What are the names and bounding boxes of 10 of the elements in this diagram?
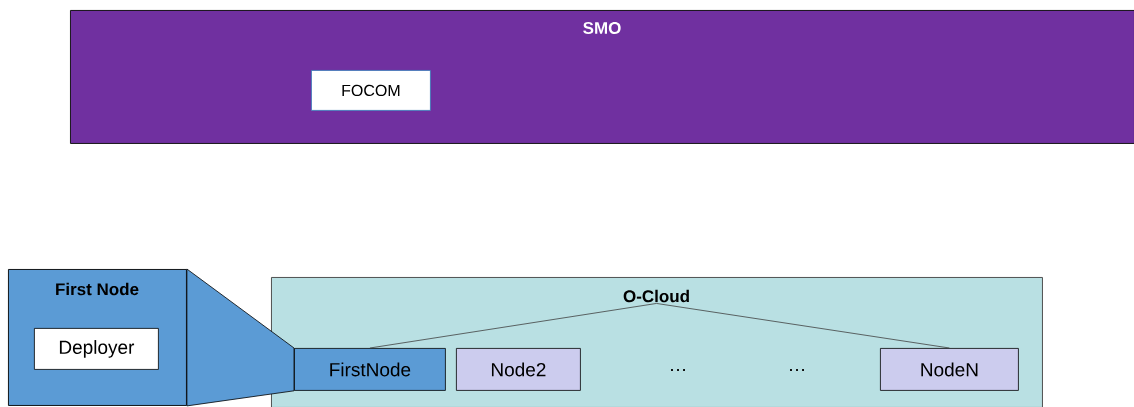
ellipsis: … <box>790 369 804 371</box>
node-box: FOCOM <box>311 70 431 111</box>
node-box: FirstNode <box>294 348 446 391</box>
node-box: Deployer <box>34 328 159 370</box>
node-box: Node2 <box>456 348 581 391</box>
ellipsis: … <box>671 369 685 371</box>
connector-line <box>656 303 950 349</box>
connector-line <box>369 303 657 349</box>
node-box: NodeN <box>880 348 1019 391</box>
zoom-callout <box>186 268 295 407</box>
